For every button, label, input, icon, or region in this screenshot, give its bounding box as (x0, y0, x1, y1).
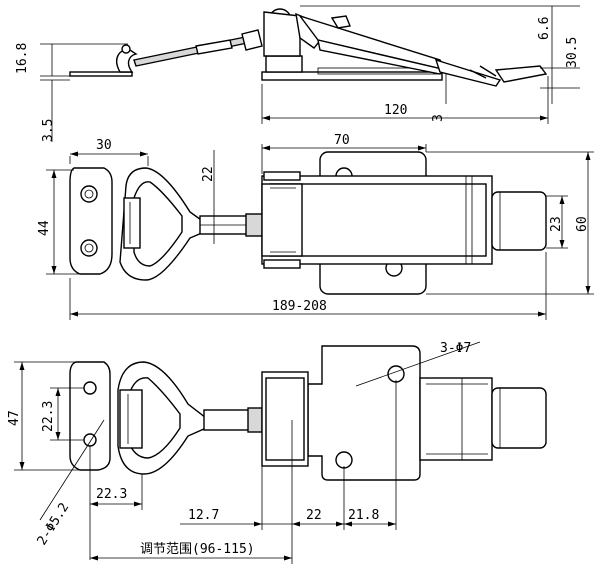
dim-6-6: 6.6 (537, 17, 552, 40)
dim-30: 30 (96, 138, 112, 153)
dim-44: 44 (37, 220, 52, 236)
side-view: 16.8 3.5 6.6 30.5 3 120 (15, 5, 580, 142)
dim-189-208: 189-208 (272, 299, 327, 314)
dim-22-3-vertical: 22.3 (41, 401, 56, 432)
top-body (261, 171, 547, 269)
side-shaft (133, 29, 263, 67)
dim-3-5: 3.5 (41, 119, 56, 142)
dim-22-shaft: 22 (201, 166, 216, 182)
dim-60: 60 (575, 216, 590, 232)
dim-30-5: 30.5 (565, 37, 580, 68)
dim-23: 23 (549, 216, 564, 232)
bottom-view: 47 22.3 2-Φ5.2 22.3 3-Φ7 12.7 22 (7, 341, 547, 564)
dim-22-3-horizontal: 22.3 (96, 487, 127, 502)
top-hook-plate (69, 167, 113, 275)
dim-47: 47 (7, 410, 22, 426)
side-hook-plate (69, 44, 138, 77)
side-lever (298, 14, 548, 87)
dim-12-7: 12.7 (188, 508, 219, 523)
dim-3-phi-7: 3-Φ7 (440, 341, 471, 356)
dim-120: 120 (384, 103, 407, 118)
top-hook-loop (119, 167, 205, 281)
dim-16-8: 16.8 (15, 43, 30, 74)
top-view: 30 44 22 70 23 60 (37, 133, 594, 320)
bottom-hook-plate (69, 361, 111, 471)
dim-70: 70 (334, 133, 350, 148)
bottom-body (261, 371, 547, 467)
dim-2-phi-5-2: 2-Φ5.2 (35, 500, 73, 548)
bottom-hook-loop (117, 361, 207, 475)
dim-21-8: 21.8 (348, 508, 379, 523)
dim-adjust-range: 调节范围(96-115) (140, 542, 255, 557)
dim-22-spacing: 22 (306, 508, 322, 523)
bottom-shaft (203, 407, 263, 433)
